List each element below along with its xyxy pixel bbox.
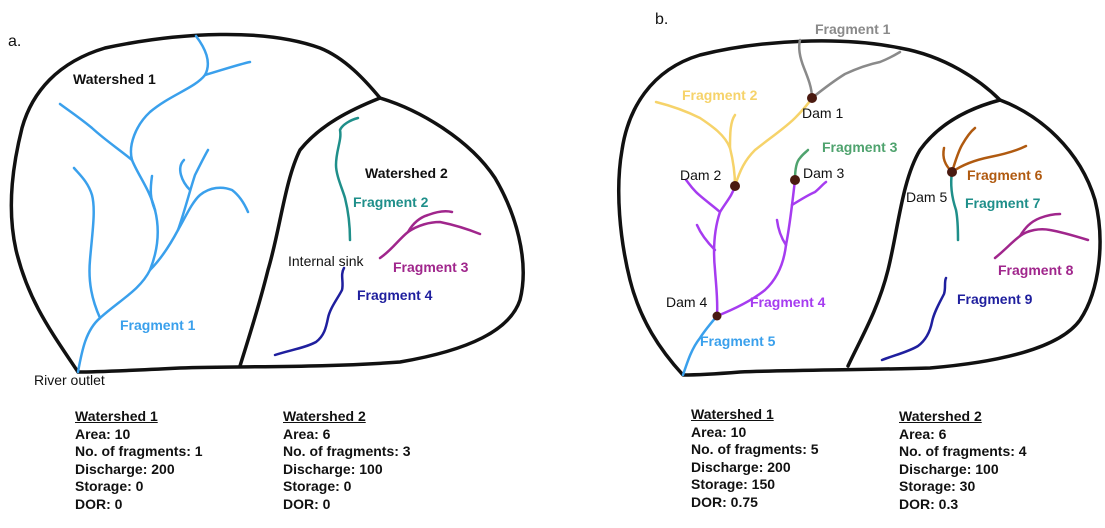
panel-b-fragment-1-river	[797, 38, 902, 100]
panel-b-fragment-2-river	[654, 96, 814, 188]
panel-b-fragment-9-river	[880, 276, 948, 362]
panel-b-fragment-8-label: Fragment 8	[998, 262, 1074, 278]
panel-a-letter: a.	[8, 33, 21, 50]
panel-b-fragment-1-label: Fragment 1	[815, 21, 891, 37]
stats-storage: Storage: 0	[283, 478, 352, 494]
stats-storage: Storage: 0	[75, 478, 144, 494]
panel-a-fragment-3-label: Fragment 3	[393, 259, 469, 275]
panel-a-internal-sink-label: Internal sink	[288, 253, 364, 269]
panel-b-watershed-2-stats: Watershed 2 Area: 6 No. of fragments: 4 …	[899, 408, 1027, 513]
panel-b-dam-5-marker	[947, 167, 957, 177]
stats-discharge: Discharge: 100	[899, 460, 999, 477]
panel-a-outline	[9, 32, 525, 374]
panel-b-fragment-4-river	[684, 178, 828, 318]
stats-title: Watershed 2	[899, 408, 982, 424]
panel-a: a. Watershed 1 Watershed 2 Fragment 1	[8, 32, 525, 388]
panel-b-fragment-9-label: Fragment 9	[957, 291, 1033, 307]
panel-a-fragment-2-river	[334, 116, 360, 242]
stats-area: Area: 10	[75, 425, 131, 442]
panel-b-fragment-6-river	[942, 126, 1028, 174]
panel-b-dam-5-label: Dam 5	[906, 189, 947, 205]
panel-b-watershed-divider	[846, 98, 1002, 368]
panel-a-watershed-2-label: Watershed 2	[365, 165, 448, 181]
panel-b-letter: b.	[655, 11, 668, 28]
panel-b-dam-3-label: Dam 3	[803, 165, 844, 181]
panel-b-dam-2-label: Dam 2	[680, 167, 721, 183]
panel-b-dam-4-label: Dam 4	[666, 294, 707, 310]
stats-fragment-count: No. of fragments: 3	[283, 443, 411, 459]
stats-storage: Storage: 150	[691, 476, 776, 492]
panel-b-dam-1-marker	[807, 93, 817, 103]
stats-area: Area: 6	[283, 425, 331, 442]
stats-fragment-count: No. of fragments: 4	[899, 443, 1027, 459]
panel-b-dam-3-marker	[790, 175, 800, 185]
panel-b-fragment-6-label: Fragment 6	[967, 167, 1043, 183]
panel-b-fragment-7-river	[949, 170, 960, 242]
stats-fragment-count: No. of fragments: 1	[75, 443, 203, 459]
stats-dor: DOR: 0	[283, 495, 331, 512]
stats-dor: DOR: 0.75	[691, 493, 758, 510]
panel-b-dam-2-marker	[730, 181, 740, 191]
panel-a-fragment-1-river	[58, 34, 252, 374]
panel-b-fragment-8-river	[993, 212, 1090, 260]
stats-title: Watershed 1	[691, 406, 774, 422]
panel-b-fragment-7-label: Fragment 7	[965, 195, 1041, 211]
panel-a-watershed-1-stats: Watershed 1 Area: 10 No. of fragments: 1…	[75, 408, 203, 513]
panel-b-watershed-1-stats: Watershed 1 Area: 10 No. of fragments: 5…	[691, 406, 819, 511]
stats-title: Watershed 1	[75, 408, 158, 424]
panel-a-fragment-1-label: Fragment 1	[120, 317, 196, 333]
stats-area: Area: 10	[691, 423, 747, 440]
panel-b-fragment-5-label: Fragment 5	[700, 333, 776, 349]
panel-a-fragment-3-river	[378, 209, 482, 260]
stats-fragment-count: No. of fragments: 5	[691, 441, 819, 457]
stats-discharge: Discharge: 200	[691, 458, 791, 475]
panel-b-dam-1-label: Dam 1	[802, 105, 843, 121]
panel-a-watershed-1-label: Watershed 1	[73, 71, 156, 87]
panel-b-dam-4-marker	[712, 311, 722, 321]
panel-b-fragment-3-river	[793, 148, 810, 182]
panel-a-fragment-4-river	[273, 266, 346, 357]
panel-b-fragment-5-river	[681, 314, 719, 377]
stats-discharge: Discharge: 200	[75, 460, 175, 477]
stats-title: Watershed 2	[283, 408, 366, 424]
stats-dor: DOR: 0.3	[899, 495, 959, 512]
stats-storage: Storage: 30	[899, 478, 976, 494]
panel-a-watershed-2-stats: Watershed 2 Area: 6 No. of fragments: 3 …	[283, 408, 411, 513]
stats-area: Area: 6	[899, 425, 947, 442]
stats-discharge: Discharge: 100	[283, 460, 383, 477]
panel-b-fragment-3-label: Fragment 3	[822, 139, 898, 155]
stats-dor: DOR: 0	[75, 495, 123, 512]
panel-a-watershed-divider	[238, 96, 382, 368]
panel-b-fragment-4-label: Fragment 4	[750, 294, 826, 310]
panel-b-fragment-2-label: Fragment 2	[682, 87, 758, 103]
panel-a-fragment-4-label: Fragment 4	[357, 287, 433, 303]
panel-a-river-outlet-label: River outlet	[34, 372, 105, 388]
panel-b: b.	[616, 11, 1102, 377]
panel-a-fragment-2-label: Fragment 2	[353, 194, 429, 210]
